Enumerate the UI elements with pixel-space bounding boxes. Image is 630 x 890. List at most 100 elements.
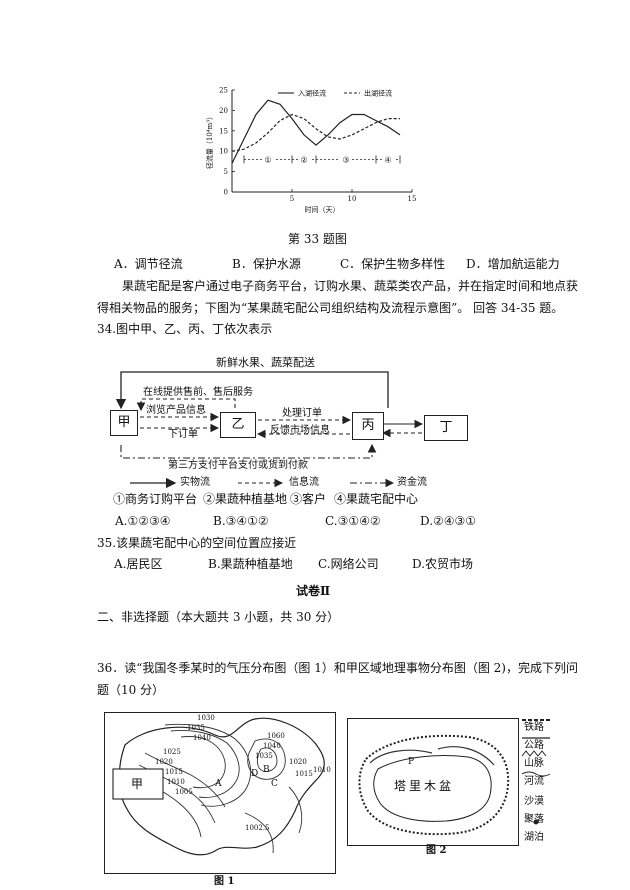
legend-desert: 沙漠 <box>524 796 544 807</box>
pressure-map-svg <box>112 717 325 856</box>
y-tick-label: 5 <box>224 168 228 176</box>
node-bing: 丙 <box>352 412 384 440</box>
label-third-party: 第三方支付平台支付或货到付款 <box>168 460 308 471</box>
q33-option-d[interactable]: D．增加航运能力 <box>466 257 560 271</box>
isobar-label: 1015 <box>295 770 313 778</box>
map1-caption: 图 1 <box>214 876 235 887</box>
runoff-chart: 0 5 10 15 20 25 5 10 15 时间（天） 径流量（10⁴m³） 入湖径流 出湖径流 ① ②… <box>200 80 430 220</box>
legend-capital: 资金流 <box>397 477 427 488</box>
label-online-service: 在线提供售前、售后服务 <box>143 387 253 398</box>
label-browse: 浏览产品信息 <box>146 405 206 416</box>
phase-label: ① <box>264 155 271 164</box>
legend-label-outflow: 出湖径流 <box>364 89 392 98</box>
legend-label-inflow: 入湖径流 <box>298 89 326 98</box>
pressure-map: 甲 1030 1035 1040 1025 1020 1015 1010 100… <box>104 712 336 874</box>
q34-option-c[interactable]: C.③①④② <box>325 514 381 528</box>
map2-legend: 铁路 公路 山脉 河流 沙漠 聚落 湖泊 <box>520 716 554 846</box>
x-tick-label: 10 <box>348 195 357 203</box>
paper2-section: 二、非选择题（本大题共 3 小题，共 30 分） <box>97 610 340 624</box>
label-top-delivery: 新鲜水果、蔬菜配送 <box>216 356 315 369</box>
map2-caption: 图 2 <box>426 845 447 856</box>
x-tick-label: 15 <box>408 195 417 203</box>
q34-option-d[interactable]: D.②④③① <box>420 514 477 528</box>
phase-bg <box>382 154 394 165</box>
q33-option-b[interactable]: B．保护水源 <box>232 257 301 271</box>
phase-label: ② <box>300 155 307 164</box>
q36-line-1: 36．读“我国冬季某时的气压分布图（图 1）和甲区域地理事物分布图（图 2)，完… <box>97 661 578 675</box>
isobar-label: 1020 <box>289 758 307 766</box>
map1-region-jia: 甲 <box>131 777 144 791</box>
legend-info: 信息流 <box>289 477 319 488</box>
isobar-label: 1015 <box>165 768 183 776</box>
map2-basin-label: 塔里木盆 <box>394 779 455 793</box>
q35-stem: 35.该果蔬宅配中心的空间位置应接近 <box>97 536 297 550</box>
q35-option-b[interactable]: B.果蔬种植基地 <box>208 557 293 571</box>
isobar-label: 1060 <box>267 732 285 740</box>
isobar-label: 1002.5 <box>245 824 270 832</box>
isobar-label: 1010 <box>313 766 331 774</box>
isobar-label: 1025 <box>163 748 181 756</box>
isobar-label: 1005 <box>175 788 193 796</box>
q33-caption: 第 33 题图 <box>288 232 347 246</box>
map1-point-a: A <box>215 779 222 789</box>
legend-mountain: 山脉 <box>524 758 544 769</box>
passage-line-1: 果蔬宅配是客户通过电子商务平台，订购水果、蔬菜类农产品，并在指定时间和地点获 <box>122 279 579 293</box>
legend-river: 河流 <box>524 776 544 787</box>
isobar-label: 1035 <box>187 724 205 732</box>
phase-label: ③ <box>342 155 349 164</box>
legend-settlement: 聚落 <box>524 814 544 825</box>
chart-svg: 0 5 10 15 20 25 5 10 15 时间（天） 径流量（10⁴m³） 入湖径流 出湖径流 ① ②… <box>205 87 417 215</box>
map1-point-d: D <box>251 769 259 779</box>
map2-point-p: P <box>408 757 415 767</box>
node-ding: 丁 <box>424 415 468 441</box>
phase-bg <box>298 154 310 165</box>
map2-legend-symbols <box>521 719 551 825</box>
y-axis-label: 径流量（10⁴m³） <box>205 113 214 169</box>
q33-option-a[interactable]: A．调节径流 <box>114 257 183 271</box>
tarim-map: 塔里木盆 P <box>347 718 519 846</box>
q34-stem: 34.图中甲、乙、丙、丁依次表示 <box>97 322 273 336</box>
node-jia: 甲 <box>110 410 138 436</box>
legend-material: 实物流 <box>180 477 210 488</box>
series-line-1 <box>231 99 401 164</box>
q35-option-d[interactable]: D.农贸市场 <box>412 557 474 571</box>
passage-line-2: 得相关物品的服务；下图为“某果蔬宅配公司组织结构及流程示意图”。 回答 34-3… <box>97 301 564 315</box>
q34-item-3: ③客户 <box>290 492 327 506</box>
isobar-label: 1040 <box>193 734 211 742</box>
q35-option-a[interactable]: A.居民区 <box>114 557 163 571</box>
label-order: 下订单 <box>168 429 198 440</box>
phase-bg <box>340 154 352 165</box>
tarim-map-svg <box>358 734 510 836</box>
node-yi: 乙 <box>220 412 256 438</box>
y-tick-label: 25 <box>219 87 228 95</box>
legend-lake: 湖泊 <box>524 832 544 843</box>
y-tick-label: 20 <box>219 107 228 115</box>
isobar-label: 1030 <box>197 714 215 722</box>
label-feedback: 反馈市场信息 <box>270 425 330 436</box>
y-tick-label: 0 <box>224 189 228 197</box>
q34-option-a[interactable]: A.①②③④ <box>115 514 171 528</box>
q34-item-4: ④果蔬宅配中心 <box>334 492 419 506</box>
legend-highway: 公路 <box>524 740 544 751</box>
phase-label: ④ <box>384 155 391 164</box>
isobar-label: 1035 <box>255 752 273 760</box>
q34-option-b[interactable]: B.③④①② <box>213 514 269 528</box>
y-tick-label: 10 <box>219 148 228 156</box>
q35-option-c[interactable]: C.网络公司 <box>318 557 379 571</box>
x-axis-label: 时间（天） <box>305 205 340 214</box>
isobar-label: 1040 <box>263 742 281 750</box>
q34-item-1: ①商务订购平台 <box>113 492 198 506</box>
label-process: 处理订单 <box>282 408 322 419</box>
map1-point-b: B <box>263 765 270 775</box>
isobar-label: 1010 <box>167 778 185 786</box>
q34-item-2: ②果蔬种植基地 <box>203 492 288 506</box>
x-tick-label: 5 <box>290 195 294 203</box>
paper2-title: 试卷Ⅱ <box>296 584 331 598</box>
map1-point-c: C <box>271 779 278 789</box>
q36-line-2: 题（10 分） <box>97 683 165 697</box>
y-tick-label: 15 <box>219 127 228 135</box>
q33-option-c[interactable]: C．保护生物多样性 <box>340 257 446 271</box>
legend-railway: 铁路 <box>524 722 544 733</box>
series-line-2 <box>231 113 400 152</box>
